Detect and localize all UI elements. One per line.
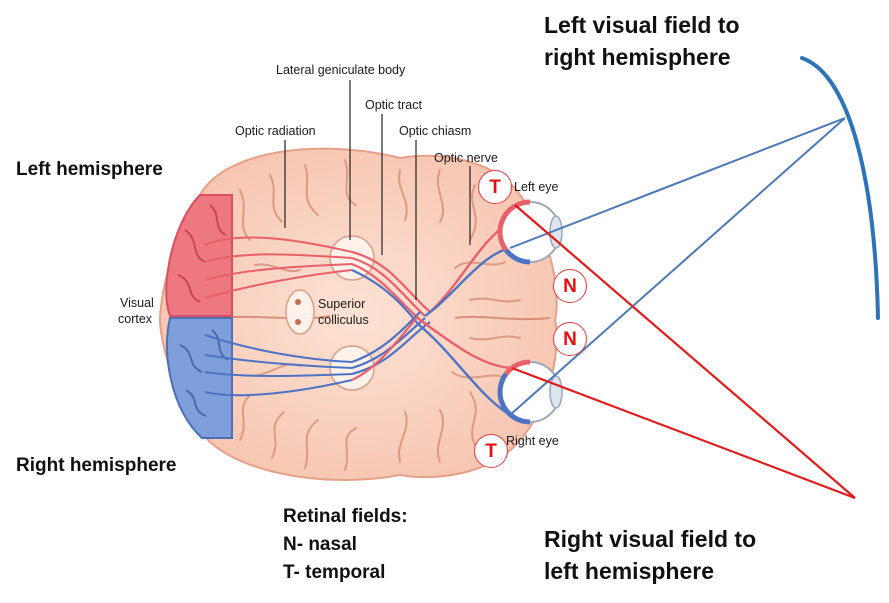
visual-cortex-label-line1: Visual [120,296,154,310]
right-eye [497,359,563,425]
visual-cortex-right [166,317,233,439]
left-hemisphere-label: Left hemisphere [16,159,163,180]
right-field-label-line1: Right visual field to [544,526,757,552]
temporal-badge-bottom: T [474,434,508,468]
left-eye-label: Left eye [514,180,559,194]
lateral-geniculate-label: Lateral geniculate body [276,63,406,77]
right-hemisphere-label: Right hemisphere [16,455,177,476]
temporal-badge-top: T [478,170,512,204]
optic-radiation-blue [204,334,353,397]
optic-radiation-red [204,236,353,299]
optic-chiasm-label: Optic chiasm [399,124,472,138]
legend-title: Retinal fields: [283,506,408,527]
visual-field-arc [800,56,880,320]
left-field-rays [509,117,846,416]
right-eye-label: Right eye [506,434,559,448]
right-field-rays [511,204,856,500]
superior-colliculus-label-line1: Superior [318,297,366,311]
superior-colliculus-label-line2: colliculus [318,313,369,327]
left-field-label-line1: Left visual field to [544,12,740,38]
brain [158,147,558,481]
right-field-label-line2: left hemisphere [544,558,714,584]
legend-nasal: N- nasal [283,534,357,555]
optic-tract-label: Optic tract [365,98,422,112]
visual-cortex-left [165,194,233,317]
left-field-label-line2: right hemisphere [544,44,731,70]
nasal-badge-lower: N [553,322,587,356]
optic-nerve-label: Optic nerve [434,151,498,165]
label-leader-lines [284,80,471,300]
superior-colliculus [285,289,315,335]
visual-cortex-label-line2: cortex [118,312,153,326]
legend-temporal: T- temporal [283,562,386,583]
nasal-badge-upper: N [553,269,587,303]
optic-radiation-label: Optic radiation [235,124,316,138]
